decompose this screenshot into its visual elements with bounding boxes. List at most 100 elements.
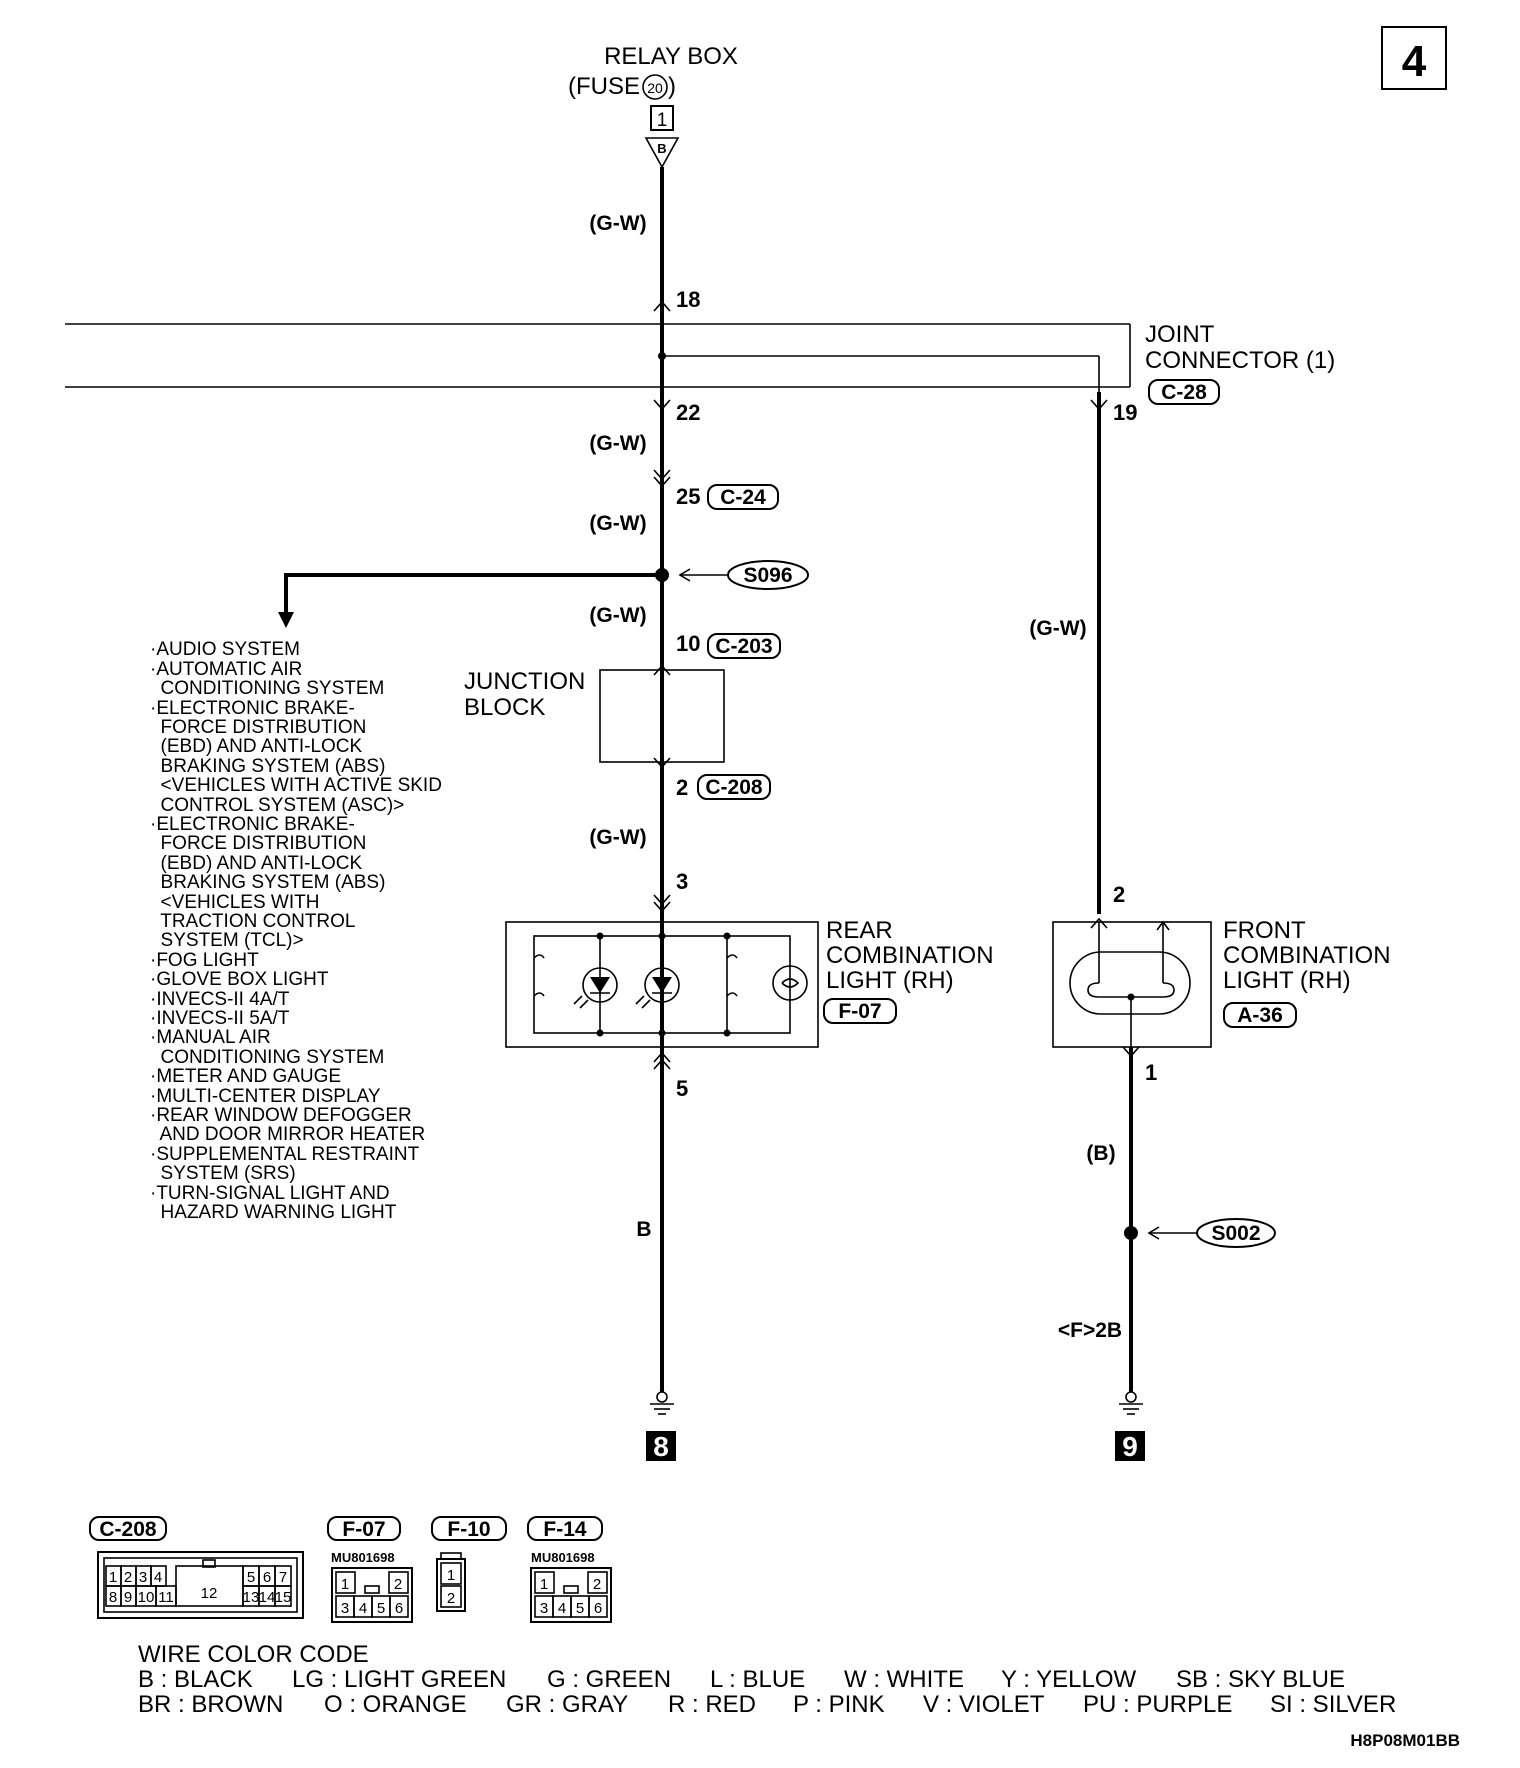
systems-list-item-22: ·METER AND GAUGE [150, 1066, 341, 1087]
wcc-row1-0: B : BLACK [138, 1666, 253, 1693]
legend-f14-part: MU801698 [531, 1550, 595, 1565]
front-light-line3: LIGHT (RH) [1223, 967, 1351, 994]
joint-connector-pin-in: 18 [676, 287, 700, 312]
joint-connector-pin-out-left: 22 [676, 400, 700, 425]
wcc-row2-3: R : RED [668, 1691, 756, 1718]
systems-list-item-13: <VEHICLES WITH [150, 892, 319, 913]
systems-list: ·AUDIO SYSTEM ·AUTOMATIC AIR CONDITIONIN… [150, 639, 442, 1223]
systems-list-item-7: <VEHICLES WITH ACTIVE SKID [150, 775, 442, 796]
systems-list-item-15: SYSTEM (TCL)> [150, 930, 304, 951]
systems-list-item-2: CONDITIONING SYSTEM [150, 678, 384, 699]
systems-list-item-23: ·MULTI-CENTER DISPLAY [150, 1086, 381, 1107]
legend-f14-code: F-14 [543, 1518, 587, 1541]
wire-color-code: WIRE COLOR CODE B : BLACK LG : LIGHT GRE… [138, 1641, 1396, 1718]
connector-f14: F-14 MU801698 1 2 3 4 5 6 [527, 1516, 612, 1623]
ground-left: 8 [646, 1391, 676, 1462]
wire-labels-main: (G-W) (G-W) (G-W) (G-W) (G-W) B [589, 212, 651, 1241]
wire-color-code-title: WIRE COLOR CODE [138, 1641, 369, 1668]
wire-label-gw-right: (G-W) [1029, 617, 1086, 640]
relay-box-title: RELAY BOX [604, 43, 738, 70]
front-light-line1: FRONT [1223, 917, 1306, 944]
systems-list-item-28: ·TURN-SIGNAL LIGHT AND [150, 1183, 390, 1204]
systems-list-item-4: FORCE DISTRIBUTION [150, 717, 366, 738]
legend-f10-pin-1: 1 [447, 1567, 455, 1584]
legend-c208-code: C-208 [99, 1518, 157, 1541]
relay-box-fuse-number: 20 [647, 80, 663, 96]
systems-list-item-14: TRACTION CONTROL [150, 911, 356, 932]
c24-pin: 25 [676, 484, 700, 509]
systems-list-item-8: CONTROL SYSTEM (ASC)> [150, 795, 404, 816]
junction-block: JUNCTION BLOCK [464, 668, 725, 763]
wire-label-b-right: (B) [1086, 1142, 1115, 1165]
wire-label-gw-4: (G-W) [589, 604, 646, 627]
c208-pin: 2 [676, 775, 688, 800]
wcc-row1-4: W : WHITE [844, 1666, 964, 1693]
junction-block-line2: BLOCK [464, 694, 545, 721]
legend-f14-pin-5: 5 [576, 1600, 584, 1617]
front-output-wire: 1 (B) S002 <F>2B [1058, 1046, 1276, 1392]
legend-c208-pin-12: 12 [201, 1585, 218, 1602]
wcc-row1-5: Y : YELLOW [1001, 1666, 1137, 1693]
systems-list-item-26: ·SUPPLEMENTAL RESTRAINT [150, 1144, 420, 1165]
rear-combination-light: REAR COMBINATION LIGHT (RH) F-07 [505, 917, 994, 1048]
systems-list-item-20: ·MANUAL AIR [150, 1027, 271, 1048]
legend-f10-pin-2: 2 [447, 1590, 455, 1607]
wire-label-b-left: B [636, 1218, 651, 1241]
relay-box: RELAY BOX (FUSE 20 ) 1 B [568, 43, 738, 169]
legend-c208-pin-10: 10 [138, 1589, 155, 1606]
wcc-row1-2: G : GREEN [547, 1666, 671, 1693]
wire-label-f2b: <F>2B [1058, 1319, 1122, 1342]
wire-label-gw-1: (G-W) [589, 212, 646, 235]
relay-box-pin: 1 [657, 110, 668, 131]
systems-list-item-16: ·FOG LIGHT [150, 950, 259, 971]
wcc-row1-6: SB : SKY BLUE [1176, 1666, 1345, 1693]
connector-f10: F-10 1 2 [431, 1516, 507, 1612]
legend-c208-pin-9: 9 [124, 1589, 132, 1606]
splice-s002-label: S002 [1211, 1222, 1260, 1245]
joint-connector-box: JOINT CONNECTOR (1) C-28 [65, 321, 1335, 405]
joint-connector-pin-out-right: 19 [1113, 400, 1137, 425]
systems-list-item-0: ·AUDIO SYSTEM [150, 639, 300, 660]
rear-light-line3: LIGHT (RH) [826, 967, 954, 994]
legend-c208-pin-3: 3 [139, 1569, 147, 1586]
page-number-box: 4 [1381, 26, 1447, 90]
front-light-code: A-36 [1237, 1004, 1283, 1027]
relay-box-terminal-letter: B [657, 141, 666, 156]
rear-light-code: F-07 [838, 1000, 881, 1023]
wcc-row2-7: SI : SILVER [1270, 1691, 1396, 1718]
junction-block-line1: JUNCTION [464, 668, 585, 695]
relay-box-fuse-prefix: (FUSE [568, 73, 640, 100]
wcc-row2-0: BR : BROWN [138, 1691, 283, 1718]
systems-list-item-5: (EBD) AND ANTI-LOCK [150, 736, 363, 757]
legend-c208-pin-4: 4 [154, 1569, 162, 1586]
legend-f07-pin-1: 1 [341, 1576, 349, 1593]
splice-s096-label: S096 [743, 564, 792, 587]
c203-pin: 10 [676, 631, 700, 656]
c24-code: C-24 [720, 486, 766, 509]
systems-list-item-10: FORCE DISTRIBUTION [150, 833, 366, 854]
wcc-row2-4: P : PINK [793, 1691, 885, 1718]
legend-f10-code: F-10 [447, 1518, 490, 1541]
legend-f14-pin-1: 1 [540, 1576, 548, 1593]
joint-connector-code: C-28 [1161, 381, 1207, 404]
legend-c208-pin-7: 7 [279, 1569, 287, 1586]
systems-list-item-21: CONDITIONING SYSTEM [150, 1047, 384, 1068]
legend-f07-pin-3: 3 [341, 1600, 349, 1617]
systems-list-item-1: ·AUTOMATIC AIR [150, 659, 302, 680]
c203-code: C-203 [715, 635, 772, 658]
legend-f07-pin-4: 4 [359, 1600, 367, 1617]
legend-c208-pin-14: 14 [259, 1589, 276, 1606]
joint-connector-line2: CONNECTOR (1) [1145, 347, 1335, 374]
rear-light-line2: COMBINATION [826, 942, 994, 969]
legend-f14-pin-4: 4 [558, 1600, 566, 1617]
legend-f07-pin-6: 6 [395, 1600, 403, 1617]
wcc-row2-1: O : ORANGE [324, 1691, 467, 1718]
systems-list-item-3: ·ELECTRONIC BRAKE- [150, 698, 355, 719]
ground-left-label: 8 [653, 1431, 669, 1462]
legend-f07-pin-2: 2 [394, 1576, 402, 1593]
rear-light-pin-out: 5 [676, 1076, 688, 1101]
systems-list-item-27: SYSTEM (SRS) [150, 1163, 296, 1184]
front-light-pin-in: 2 [1113, 882, 1125, 907]
wcc-row2-5: V : VIOLET [923, 1691, 1045, 1718]
